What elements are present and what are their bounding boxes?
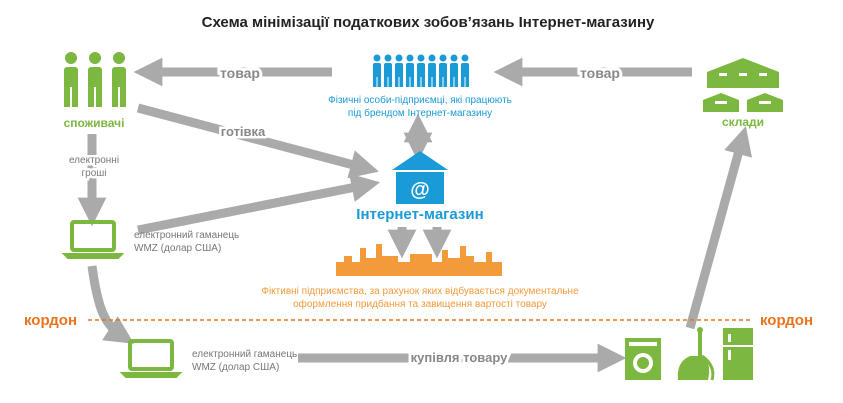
arrow-to-warehouses — [685, 126, 753, 330]
page-title: Схема мінімізації податкових зобов’язань… — [202, 14, 655, 31]
washing-machine-icon — [625, 338, 661, 380]
edge-label-goods-left: товар — [220, 65, 260, 81]
edge-label-emoney-2: гроші — [81, 168, 106, 179]
laptop-icon — [61, 220, 125, 259]
person-icon — [439, 54, 447, 87]
person-icon — [395, 54, 403, 87]
person-icon — [112, 52, 126, 107]
fictitious-label-1: Фіктивні підприємства, за рахунок яких в… — [261, 285, 579, 297]
warehouses-icon — [703, 58, 783, 112]
entrepreneurs-label-1: Фізичні особи-підприємці, які працюють — [328, 94, 512, 106]
person-icon — [88, 52, 102, 107]
person-icon — [373, 54, 381, 87]
consumers-label: споживачі — [64, 116, 125, 130]
warehouses-label: склади — [722, 115, 764, 129]
person-icon — [406, 54, 414, 87]
border-label-right: кордон — [760, 312, 813, 329]
fictitious-label-2: оформлення придбання та завищення вартос… — [293, 298, 547, 310]
wallet1-label-1: електронний гаманець — [134, 230, 239, 241]
at-icon: @ — [410, 179, 430, 201]
edge-label-cash: готівка — [221, 124, 266, 139]
border-label-left: кордон — [24, 312, 77, 329]
consumers-icon — [64, 52, 126, 107]
refrigerator-icon — [723, 328, 753, 380]
internet-shop-icon: @ — [392, 151, 448, 204]
person-icon — [417, 54, 425, 87]
person-icon — [428, 54, 436, 87]
arrows — [77, 57, 753, 373]
edge-label-goods-right: товар — [580, 65, 620, 81]
edge-label-emoney-1: електронні — [69, 155, 119, 166]
entrepreneurs-label-2: під брендом Інтернет-магазину — [348, 107, 492, 119]
entrepreneurs-icon — [373, 54, 469, 87]
vacuum-cleaner-icon — [677, 327, 715, 381]
factories-icon — [336, 244, 502, 276]
wallet2-label-1: електронний гаманець — [192, 349, 297, 360]
edge-label-purchase: купівля товару — [411, 350, 508, 365]
person-icon — [384, 54, 392, 87]
laptop-icon — [119, 339, 183, 378]
internet-shop-label: Інтернет-магазин — [356, 206, 483, 223]
person-icon — [450, 54, 458, 87]
person-icon — [64, 52, 78, 107]
wallet1-label-2: WMZ (долар США) — [134, 243, 221, 254]
person-icon — [461, 54, 469, 87]
arrow-cash — [136, 103, 379, 179]
wallet2-label-2: WMZ (долар США) — [192, 362, 279, 373]
appliances-icon — [625, 327, 753, 381]
arrow-wallet-cross-border — [87, 265, 135, 344]
arrow-wallet-to-shop — [137, 173, 381, 235]
